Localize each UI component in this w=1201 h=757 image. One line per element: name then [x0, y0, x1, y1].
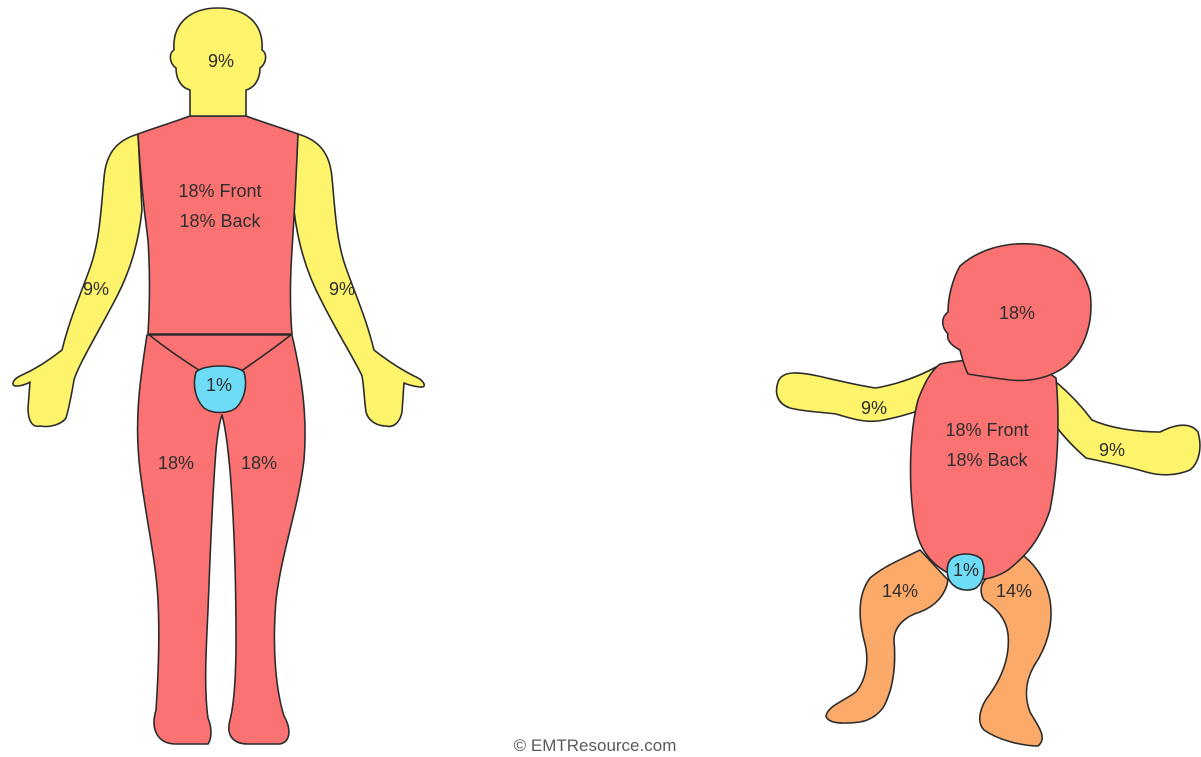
infant-figure	[777, 244, 1200, 746]
infant-left-arm-label: 9%	[861, 398, 887, 418]
copyright-text: © EMTResource.com	[514, 736, 677, 755]
infant-left-arm	[777, 366, 939, 421]
infant-head-label: 18%	[999, 303, 1035, 323]
adult-trunk-front-label: 18% Front	[178, 181, 261, 201]
adult-left-leg-label: 18%	[158, 453, 194, 473]
infant-left-leg	[826, 550, 948, 723]
adult-left-arm-label: 9%	[83, 279, 109, 299]
adult-right-arm	[294, 134, 424, 426]
infant-right-leg-label: 14%	[996, 581, 1032, 601]
infant-right-arm	[1050, 382, 1200, 475]
infant-left-leg-label: 14%	[882, 581, 918, 601]
adult-right-leg-label: 18%	[241, 453, 277, 473]
infant-trunk-front-label: 18% Front	[945, 420, 1028, 440]
infant-right-arm-label: 9%	[1099, 440, 1125, 460]
adult-left-arm	[13, 134, 142, 427]
adult-trunk-back-label: 18% Back	[179, 211, 261, 231]
infant-groin-label: 1%	[953, 560, 979, 580]
infant-trunk-back-label: 18% Back	[946, 450, 1028, 470]
adult-right-arm-label: 9%	[329, 279, 355, 299]
adult-head-label: 9%	[208, 51, 234, 71]
adult-groin-label: 1%	[206, 375, 232, 395]
